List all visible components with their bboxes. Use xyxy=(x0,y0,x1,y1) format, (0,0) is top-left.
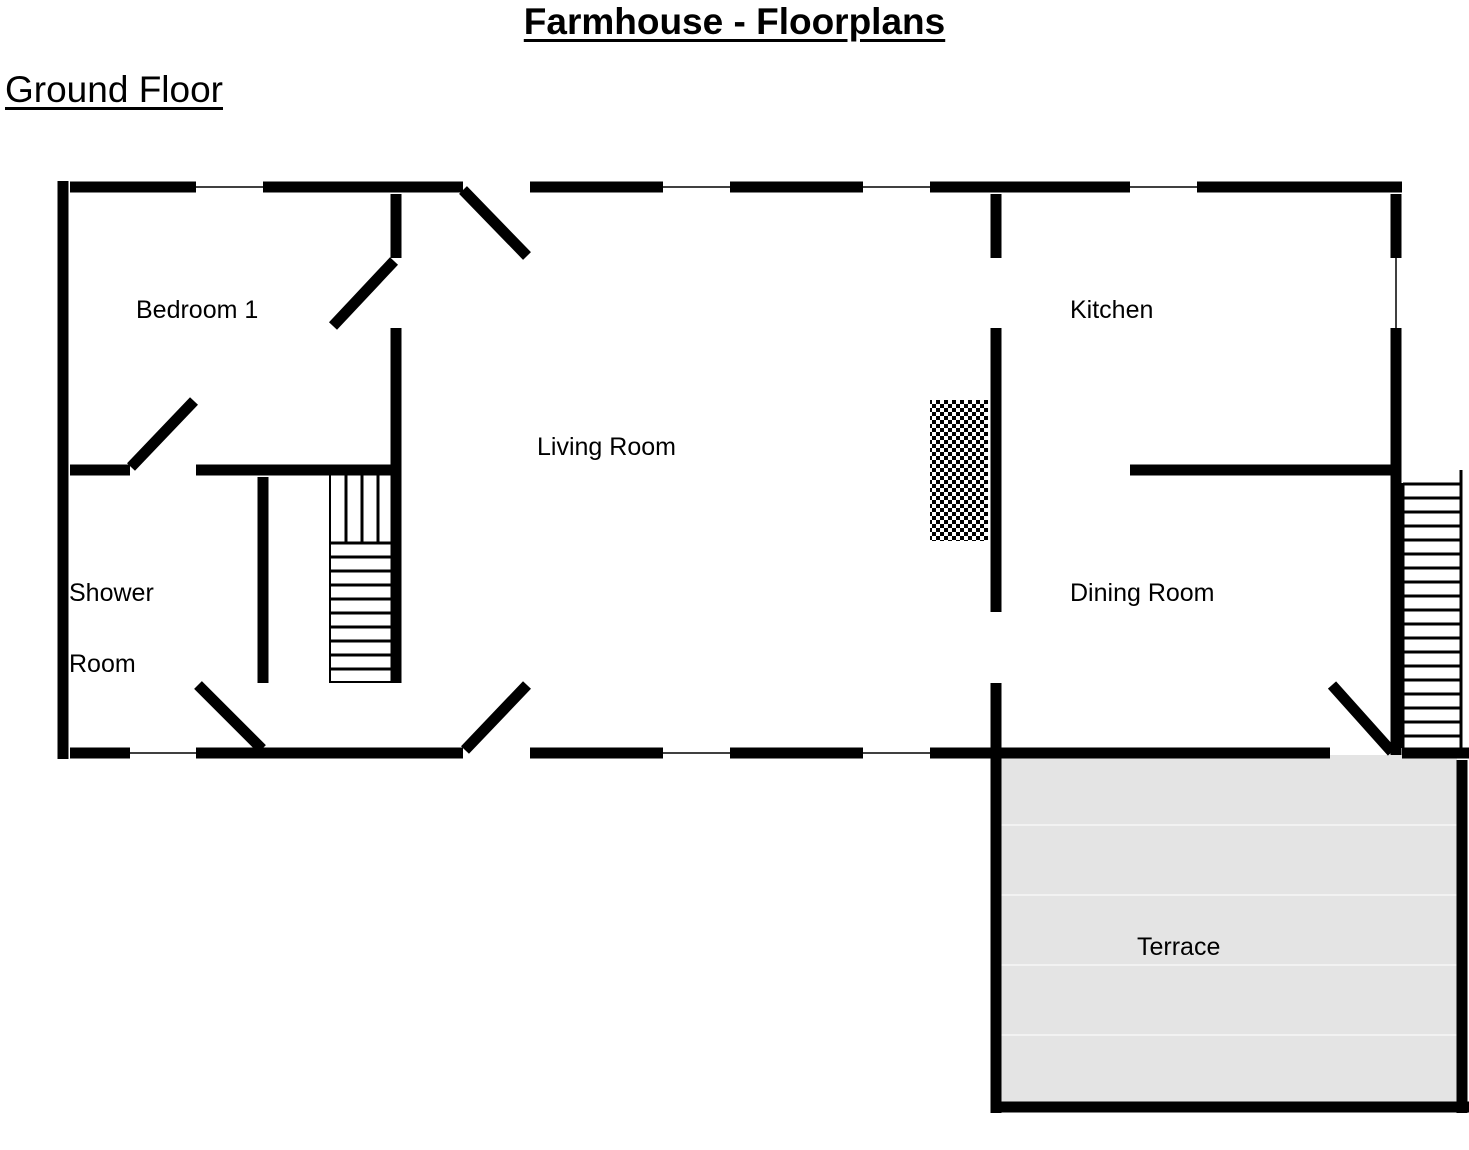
room-label-shower-room-line1: Shower xyxy=(69,579,154,607)
room-label-shower-room-line2: Room xyxy=(69,650,136,678)
internal-staircase xyxy=(329,475,396,683)
page-title: Farmhouse - Floorplans xyxy=(523,1,946,42)
room-label-living-room: Living Room xyxy=(537,433,676,461)
windows xyxy=(130,186,1397,754)
terrace-area xyxy=(990,752,1469,1113)
walls xyxy=(57,181,1469,759)
room-label-bedroom-1: Bedroom 1 xyxy=(136,296,258,324)
room-label-kitchen: Kitchen xyxy=(1070,296,1153,324)
external-staircase xyxy=(1401,470,1463,748)
fireplace xyxy=(930,400,988,541)
floor-heading: Ground Floor xyxy=(5,69,223,110)
room-label-terrace: Terrace xyxy=(1137,933,1220,961)
room-label-dining-room: Dining Room xyxy=(1070,579,1215,607)
